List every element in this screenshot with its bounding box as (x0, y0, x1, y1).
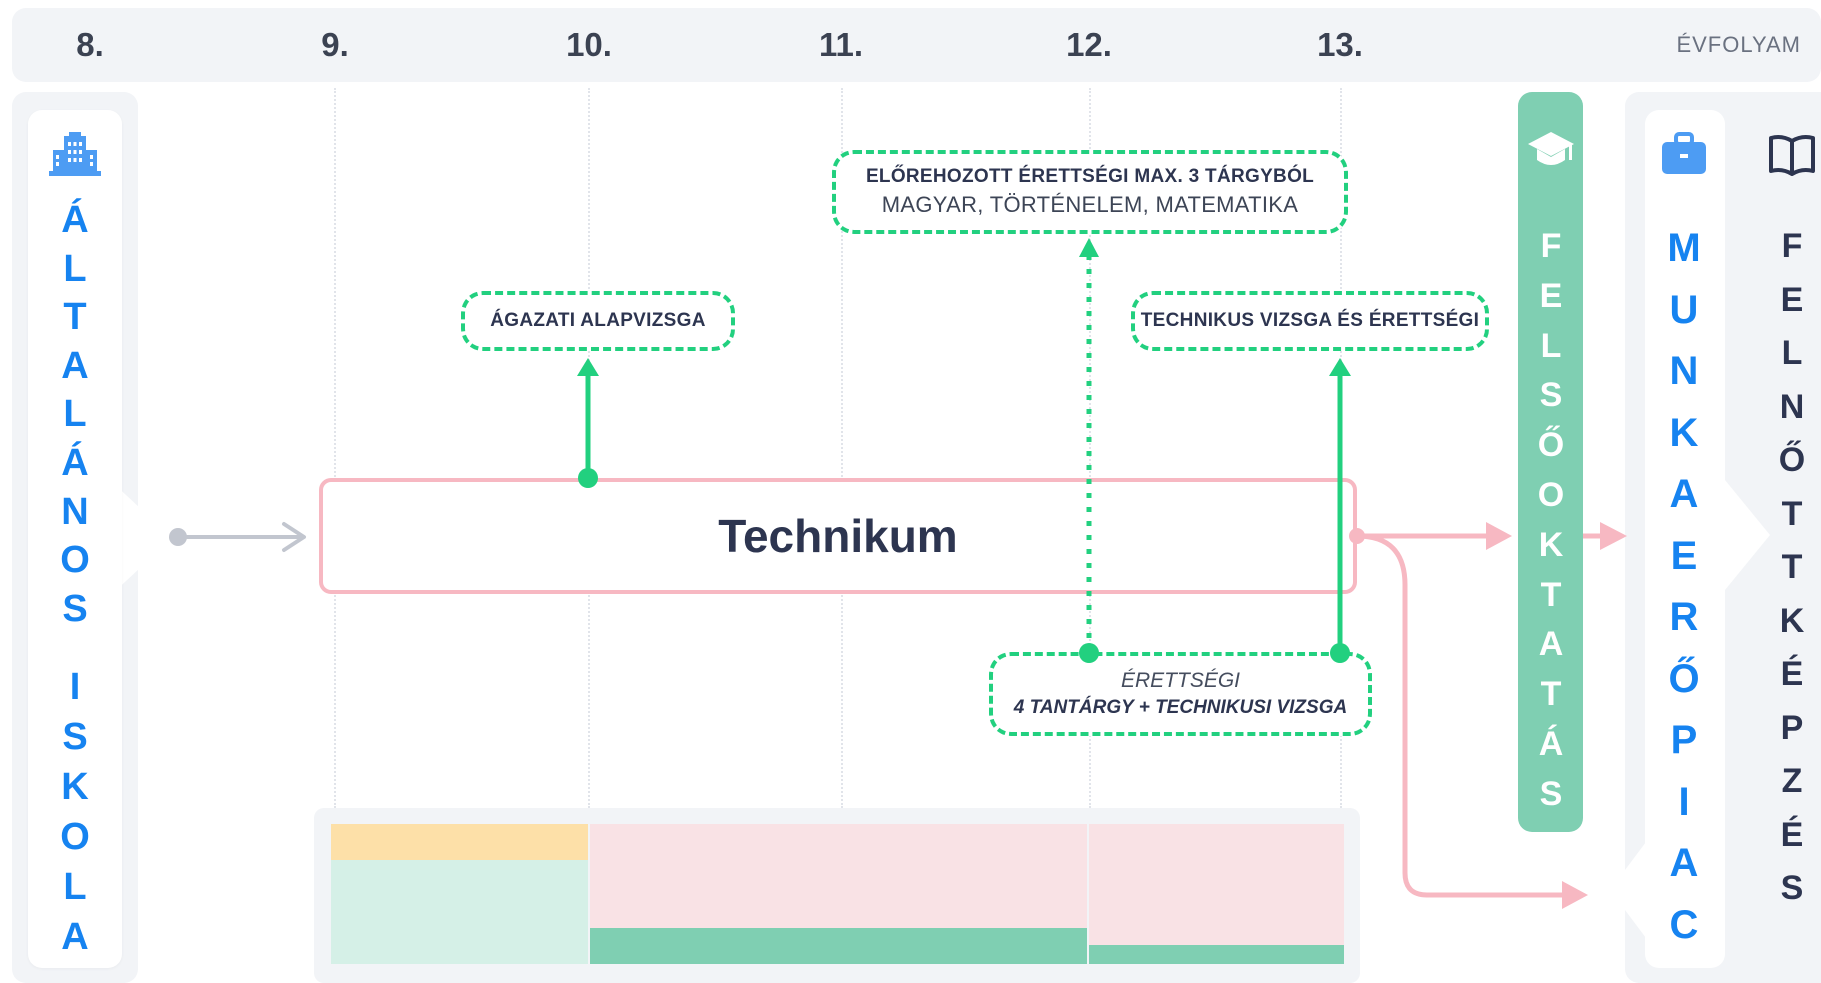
title-letter: L (63, 247, 87, 290)
title-letter: P (1670, 718, 1698, 762)
title-letter: É (1780, 815, 1804, 854)
title-letter: Ő (1668, 656, 1700, 701)
title-letter: T (1781, 494, 1803, 533)
title-letter: K (1779, 601, 1805, 640)
title-letter: F (1540, 227, 1562, 265)
title-letter: C (1669, 902, 1699, 947)
exit-arrow-right-panel (1583, 522, 1627, 550)
title-letter: É (1780, 655, 1804, 693)
grade-label-10: 10. (566, 26, 612, 63)
agazati-alapvizsga-box: ÁGAZATI ALAPVIZSGA (461, 291, 735, 351)
title-letter: Ő (1778, 441, 1806, 479)
gridline-11 (841, 88, 843, 808)
open-book-icon (1768, 133, 1816, 182)
title-letter: S (1539, 376, 1563, 415)
title-letter: F (1781, 227, 1803, 265)
title-letter: N (61, 490, 89, 533)
agazati-alapvizsga-label: ÁGAZATI ALAPVIZSGA (490, 310, 706, 331)
title-letter: Z (1781, 762, 1803, 800)
schedule-panel (314, 808, 1360, 983)
title-letter: A (1669, 841, 1699, 885)
elorehozott-erettsegi-title: ELŐREHOZOTT ÉRETTSÉGI MAX. 3 TÁRGYBÓL (865, 166, 1315, 187)
grade-label-13: 13. (1317, 26, 1363, 63)
title-letter: P (1780, 708, 1804, 747)
title-letter: L (1540, 326, 1562, 365)
title-letter: I (69, 666, 81, 708)
elorehozott-erettsegi-subjects: MAGYAR, TÖRTÉNELEM, MATEMATIKA (881, 192, 1299, 217)
title-letter: T (1540, 575, 1562, 614)
grade-label-9: 9. (321, 26, 349, 63)
technikus-vizsga-box: TECHNIKUS VIZSGA ÉS ÉRETTSÉGI (1131, 291, 1489, 351)
labor-market-card (1645, 110, 1725, 968)
title-letter: L (1781, 334, 1803, 372)
entry-arrow (169, 522, 306, 552)
title-letter: R (1669, 595, 1699, 639)
technikum-label: Technikum (718, 510, 958, 562)
title-letter: L (63, 866, 87, 908)
erettsegi-box: ÉRETTSÉGI 4 TANTÁRGY + TECHNIKUSI VIZSGA (989, 652, 1372, 736)
grade-label-8: 8. (76, 26, 104, 63)
title-letter: N (1779, 387, 1805, 426)
title-letter: T (63, 296, 87, 339)
title-letter: S (1780, 869, 1804, 907)
grade-label-12: 12. (1066, 26, 1112, 63)
gridline-10 (588, 88, 590, 808)
gridline-9 (334, 88, 336, 808)
title-letter: A (1669, 472, 1699, 516)
exit-arrow-higher-education (1349, 522, 1512, 550)
title-letter: A (61, 344, 89, 387)
labor-market-pointer-left (1610, 842, 1646, 938)
title-letter: E (1670, 533, 1698, 578)
erettsegi-detail: 4 TANTÁRGY + TECHNIKUSI VIZSGA (1013, 697, 1348, 718)
title-letter: U (1669, 287, 1699, 332)
grade-label-11: 11. (818, 26, 864, 63)
technikum-box: Technikum (319, 478, 1357, 594)
elementary-school-card (28, 110, 122, 968)
title-letter: E (1539, 276, 1563, 315)
title-letter: S (1539, 774, 1563, 813)
title-letter: Á (1538, 724, 1564, 763)
title-letter: O (60, 539, 90, 582)
title-letter: I (1678, 779, 1690, 824)
axis-label-evfolyam: ÉVFOLYAM (1676, 32, 1801, 57)
labor-market-pointer-right (1725, 480, 1770, 590)
title-letter: A (1538, 625, 1564, 664)
title-letter: K (1538, 525, 1564, 564)
briefcase-icon (1660, 130, 1708, 183)
title-letter: O (60, 816, 90, 858)
technikus-vizsga-label: TECHNIKUS VIZSGA ÉS ÉRETTSÉGI (1140, 310, 1480, 331)
grade-header-bar (12, 8, 1821, 82)
title-letter: L (63, 393, 87, 436)
title-letter: N (1669, 349, 1699, 393)
title-letter: T (1540, 675, 1562, 714)
title-letter: K (61, 766, 89, 808)
erettsegi-label: ÉRETTSÉGI (1120, 669, 1241, 692)
title-letter: A (61, 916, 89, 958)
title-letter: O (1537, 475, 1565, 514)
title-letter: Á (61, 199, 89, 241)
title-letter: Ő (1537, 426, 1565, 465)
title-letter: Á (61, 441, 89, 484)
title-letter: T (1781, 548, 1803, 586)
elorehozott-erettsegi-box: ELŐREHOZOTT ÉRETTSÉGI MAX. 3 TÁRGYBÓL MA… (832, 150, 1348, 234)
title-letter: S (62, 716, 88, 758)
graduation-cap-icon (1526, 126, 1576, 181)
title-letter: K (1669, 410, 1699, 455)
title-letter: E (1780, 280, 1804, 319)
title-letter: S (62, 587, 88, 630)
title-letter: M (1667, 226, 1701, 270)
school-building-icon (47, 130, 103, 183)
